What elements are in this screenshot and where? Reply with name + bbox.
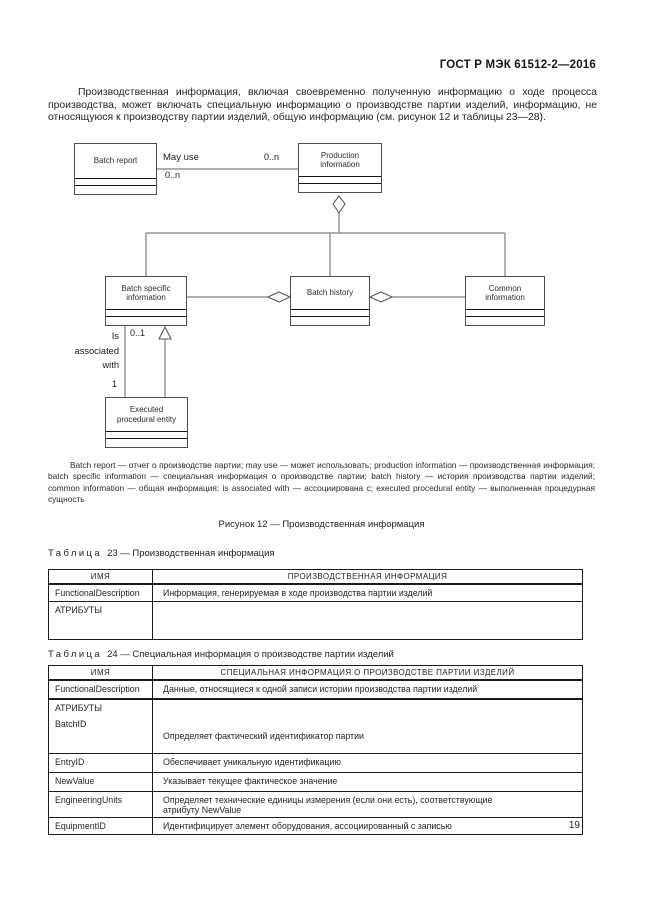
uml-operations-compartment	[106, 316, 186, 325]
aggregation-diamond-production	[332, 195, 346, 214]
uml-class-title: Batch report	[93, 156, 138, 166]
uml-class-title: Production information	[320, 150, 360, 170]
label-may-use: May use	[163, 152, 199, 163]
cell-name: NewValue	[48, 771, 153, 792]
uml-class-batch-report: Batch report	[74, 143, 157, 195]
uml-attributes-compartment	[106, 431, 187, 438]
table-row: NewValue Указывает текущее фактическое з…	[48, 771, 583, 792]
cell-desc: Обеспечивает уникальную идентификацию	[152, 752, 583, 773]
uml-diagram-lines	[124, 168, 506, 397]
cell-desc: Идентифицирует элемент оборудования, асс…	[152, 816, 583, 835]
cell-desc: Указывает текущее фактическое значение	[152, 771, 583, 792]
uml-attributes-compartment	[299, 176, 381, 183]
cell-attrs-label: АТРИБУТЫ	[55, 702, 103, 713]
cell-name: FunctionalDescription	[48, 583, 153, 602]
uml-operations-compartment	[75, 185, 156, 194]
table-header-row: ИМЯ СПЕЦИАЛЬНАЯ ИНФОРМАЦИЯ О ПРОИЗВОДСТВ…	[48, 665, 583, 681]
table-row: АТРИБУТЫ BatchID Определяет фактический …	[48, 698, 583, 754]
page-number: 19	[568, 820, 580, 831]
column-header-value: ПРОИЗВОДСТВЕННАЯ ИНФОРМАЦИЯ	[152, 569, 583, 585]
uml-class-title: Common information	[485, 283, 525, 303]
cell-desc: Определяет технические единицы измерения…	[152, 790, 583, 818]
table-header-row: ИМЯ ПРОИЗВОДСТВЕННАЯ ИНФОРМАЦИЯ	[48, 569, 583, 585]
uml-operations-compartment	[466, 316, 544, 325]
column-header-name: ИМЯ	[48, 569, 153, 585]
uml-class-batch-specific-information: Batch specific information	[105, 276, 187, 326]
cell-attr-name: BatchID	[55, 718, 87, 729]
cell-desc: Определяет фактический идентификатор пар…	[152, 698, 583, 754]
multiplicity-0n-right: 0..n	[264, 152, 280, 162]
cell-attr-desc: Определяет фактический идентификатор пар…	[163, 730, 364, 741]
table-row: FunctionalDescription Данные, относящиес…	[48, 679, 583, 700]
label-is-associated-with: Is associated with	[74, 331, 119, 370]
multiplicity-0-1: 0..1	[130, 328, 146, 338]
multiplicity-1: 1	[112, 379, 118, 389]
table-row: FunctionalDescription Информация, генери…	[48, 583, 583, 602]
column-header-name: ИМЯ	[48, 665, 153, 681]
inheritance-triangle	[158, 325, 172, 340]
uml-class-production-information: Production information	[298, 143, 382, 193]
intro-paragraph: Производственная информация, включая сво…	[48, 87, 597, 124]
uml-class-title: Batch specific information	[121, 283, 171, 303]
cell-name: АТРИБУТЫ BatchID	[48, 698, 153, 754]
table24: ИМЯ СПЕЦИАЛЬНАЯ ИНФОРМАЦИЯ О ПРОИЗВОДСТВ…	[48, 665, 583, 835]
figure-caption: Рисунок 12 — Производственная информация	[218, 519, 425, 530]
cell-name: EngineeringUnits	[48, 790, 153, 818]
table-row: EquipmentID Идентифицирует элемент обору…	[48, 816, 583, 835]
uml-class-title: Executed procedural entity	[116, 405, 177, 424]
uml-operations-compartment	[106, 438, 187, 447]
uml-class-common-information: Common information	[465, 276, 545, 326]
figure-legend: Batch report — отчет о производстве парт…	[48, 460, 595, 505]
cell-name: EntryID	[48, 752, 153, 773]
table-row: АТРИБУТЫ	[48, 601, 583, 640]
uml-class-executed-procedural-entity: Executed procedural entity	[105, 397, 188, 448]
table23: ИМЯ ПРОИЗВОДСТВЕННАЯ ИНФОРМАЦИЯ Function…	[48, 569, 583, 640]
uml-attributes-compartment	[466, 309, 544, 316]
aggregation-diamond-left	[266, 291, 292, 303]
cell-desc	[152, 601, 583, 640]
standard-number: ГОСТ Р МЭК 61512-2—2016	[439, 59, 596, 71]
column-header-value: СПЕЦИАЛЬНАЯ ИНФОРМАЦИЯ О ПРОИЗВОДСТВЕ ПА…	[152, 665, 583, 681]
aggregation-diamond-right	[368, 291, 394, 303]
cell-name: FunctionalDescription	[48, 679, 153, 700]
cell-desc: Данные, относящиеся к одной записи истор…	[152, 679, 583, 700]
table-row: EngineeringUnits Определяет технические …	[48, 790, 583, 818]
cell-name: АТРИБУТЫ	[48, 601, 153, 640]
uml-operations-compartment	[291, 316, 369, 325]
table-row: EntryID Обеспечивает уникальную идентифи…	[48, 752, 583, 773]
uml-class-title: Batch history	[306, 288, 354, 298]
uml-attributes-compartment	[75, 178, 156, 185]
cell-desc: Информация, генерируемая в ходе производ…	[152, 583, 583, 602]
cell-name: EquipmentID	[48, 816, 153, 835]
uml-class-batch-history: Batch history	[290, 276, 370, 326]
uml-attributes-compartment	[291, 309, 369, 316]
uml-attributes-compartment	[106, 309, 186, 316]
multiplicity-0n-left: 0..n	[165, 170, 181, 180]
uml-operations-compartment	[299, 183, 381, 192]
